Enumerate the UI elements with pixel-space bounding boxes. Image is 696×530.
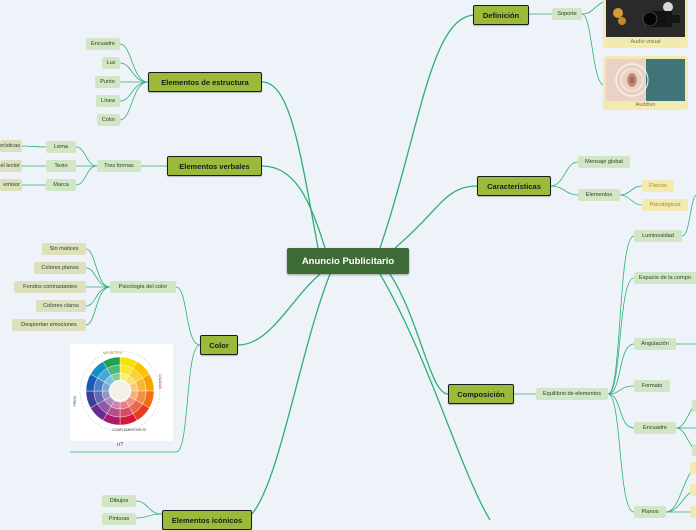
color-node[interactable]: Color: [200, 335, 238, 355]
color-wheel-center: [110, 381, 130, 401]
auditivo-card[interactable]: Auditivo: [603, 56, 688, 110]
caracteristicas-node[interactable]: Características: [477, 176, 551, 196]
fondos-node[interactable]: Fondos contrastantes: [14, 281, 86, 293]
equilibrio-node[interactable]: Equilibrio de elementos: [536, 388, 608, 400]
estructura-color-node[interactable]: Color: [97, 114, 120, 126]
encuadre-comp-node[interactable]: Encuadre: [634, 422, 676, 434]
lema-node[interactable]: Lema: [46, 141, 76, 153]
planos-node[interactable]: Planos: [634, 506, 666, 518]
verbales-node[interactable]: Elementos verbales: [167, 156, 262, 176]
color-wheel-card[interactable]: METÁFORA CÁLIDOS FRÍOS COMPLEMENTARIOS: [70, 344, 173, 441]
encuadre-child-1[interactable]: [692, 400, 696, 412]
angulacion-node[interactable]: Angulación: [634, 338, 676, 350]
encuadre-child-2[interactable]: [692, 444, 696, 456]
auditivo-caption: Auditivo: [635, 102, 656, 108]
planos-child-1[interactable]: [690, 462, 696, 474]
audio-visual-caption: Audio visual: [630, 39, 661, 45]
texto-detail-node[interactable]: el lector: [0, 160, 22, 172]
sin-matices-node[interactable]: Sin matices: [42, 243, 86, 255]
color-image-caption: n?: [117, 442, 124, 448]
estructura-luz-node[interactable]: Luz: [102, 57, 120, 69]
pinturas-node[interactable]: Pinturas: [102, 513, 136, 525]
luminosidad-node[interactable]: Luminosidad: [634, 230, 682, 242]
composicion-node[interactable]: Composición: [448, 384, 514, 404]
elementos-node[interactable]: Elementos: [578, 189, 620, 201]
mensaje-global-node[interactable]: Mensaje global: [578, 156, 630, 168]
color-wheel-image: [79, 350, 161, 432]
estructura-punto-node[interactable]: Punto: [95, 76, 120, 88]
estructura-encuadre-node[interactable]: Encuadre: [86, 38, 120, 50]
ear-image: [606, 59, 685, 101]
estructura-node[interactable]: Elementos de estructura: [148, 72, 262, 92]
color-wheel-segment: [110, 372, 121, 382]
iconicos-node[interactable]: Elementos icónicos: [162, 510, 252, 530]
planos-child-2[interactable]: [690, 484, 696, 496]
planos-child-3[interactable]: [690, 506, 696, 518]
lema-detail-node[interactable]: erísticas: [0, 140, 22, 152]
wheel-label-left: FRÍOS: [73, 396, 77, 407]
dibujos-node[interactable]: Dibujos: [102, 495, 136, 507]
psicologia-node[interactable]: Psicología del color: [110, 281, 176, 293]
formato-node[interactable]: Formato: [634, 380, 670, 392]
colores-claros-node[interactable]: Colores claros: [36, 300, 86, 312]
estructura-linea-node[interactable]: Línea: [96, 95, 120, 107]
fisicos-node[interactable]: Físicos: [642, 180, 674, 192]
despiertan-node[interactable]: Despiertan emociones: [12, 319, 86, 331]
texto-node[interactable]: Texto: [46, 160, 76, 172]
video-camera-image: [606, 0, 685, 37]
central-topic[interactable]: Anuncio Publicitario: [287, 248, 409, 274]
definicion-node[interactable]: Definición: [473, 5, 529, 25]
audio-visual-card[interactable]: Audio visual: [603, 0, 688, 48]
wheel-label-top: METÁFORA: [103, 351, 122, 355]
soporte-node[interactable]: Soporte: [552, 8, 582, 20]
espacio-node[interactable]: Espacio de la compo: [634, 272, 696, 284]
wheel-label-right: CÁLIDOS: [158, 374, 162, 389]
tres-formas-node[interactable]: Tres formas: [97, 160, 141, 172]
marca-detail-node[interactable]: emisor: [0, 179, 22, 191]
wheel-label-bottom: COMPLEMENTARIOS: [112, 428, 147, 432]
colores-planos-node[interactable]: Colores planos: [34, 262, 86, 274]
marca-node[interactable]: Marca: [46, 179, 76, 191]
psicologicos-node[interactable]: Psicológicos: [642, 199, 688, 211]
color-wheel-outer-ring: [79, 350, 161, 432]
